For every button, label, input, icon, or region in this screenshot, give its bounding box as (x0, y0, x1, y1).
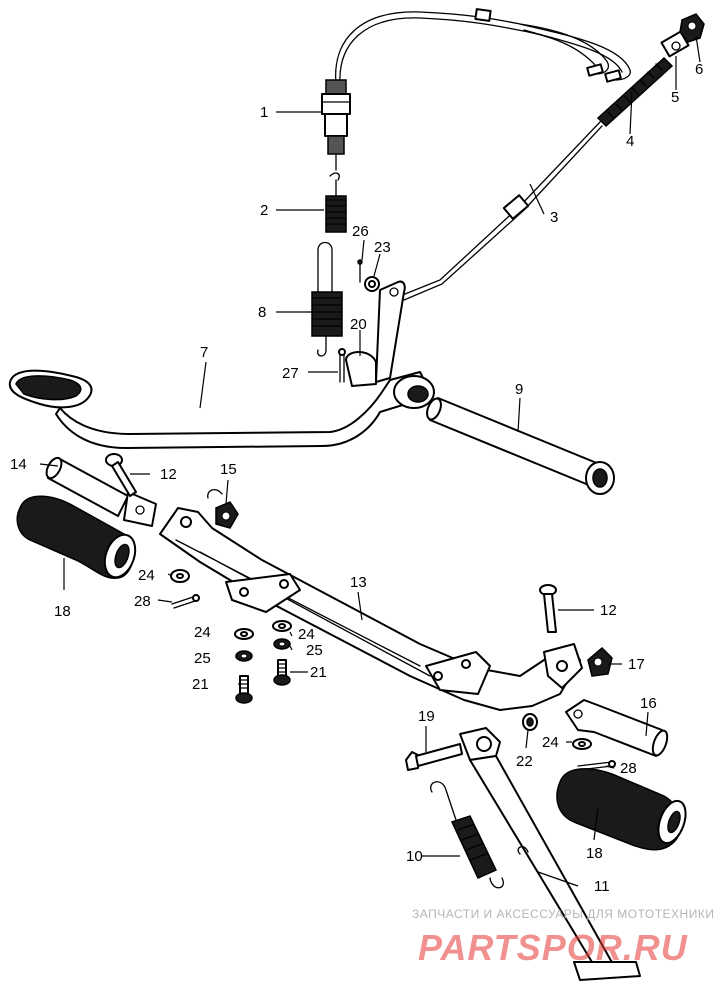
label-5: 5 (671, 89, 679, 106)
label-11: 11 (594, 878, 610, 895)
label-12b: 12 (600, 602, 617, 619)
footpeg-washer (170, 569, 190, 583)
label-16: 16 (640, 695, 657, 712)
footpeg-cotter-pin (171, 594, 200, 609)
footpeg-washer-right (572, 738, 592, 750)
right-footpeg-bar (565, 699, 669, 757)
stand-pivot-bolt (405, 743, 463, 771)
footpeg-pivot-bolt (105, 453, 137, 497)
label-24b: 24 (194, 624, 211, 641)
label-24d: 24 (542, 734, 559, 751)
footpeg-pivot-bolt-right (539, 584, 557, 633)
label-18a: 18 (54, 603, 71, 620)
label-1: 1 (260, 104, 268, 121)
side-stand (459, 727, 641, 981)
label-13: 13 (350, 574, 367, 591)
label-9: 9 (515, 381, 523, 398)
label-24a: 24 (138, 567, 155, 584)
cotter-pin (338, 348, 346, 383)
left-footpeg-bar (45, 456, 157, 527)
label-28a: 28 (134, 593, 151, 610)
brake-rod (399, 13, 705, 301)
label-15: 15 (220, 461, 237, 478)
label-26: 26 (352, 223, 369, 240)
label-4: 4 (626, 133, 634, 150)
switch-spring (325, 172, 347, 233)
brake-pedal-return-spring (311, 241, 343, 357)
brake-pedal-pivot-shaft (426, 397, 615, 495)
main-footpeg-bar (159, 507, 583, 711)
brake-pin (357, 259, 363, 283)
label-2: 2 (260, 202, 268, 219)
label-21a: 21 (192, 676, 209, 693)
label-18b: 18 (586, 845, 603, 862)
watermark-tagline: ЗАПЧАСТИ И АКСЕССУАРЫ ДЛЯ МОТОТЕХНИКИ (412, 907, 714, 921)
label-23: 23 (374, 239, 391, 256)
leader-lines (39, 35, 701, 887)
watermark: ЗАПЧАСТИ И АКСЕССУАРЫ ДЛЯ МОТОТЕХНИКИ PA… (412, 907, 714, 968)
label-3: 3 (550, 209, 558, 226)
spring-holder-right (587, 646, 613, 677)
spring-hook (345, 351, 377, 387)
label-21b: 21 (310, 664, 327, 681)
washer (364, 276, 380, 292)
label-25b: 25 (306, 642, 323, 659)
label-12a: 12 (160, 466, 177, 483)
side-stand-spring (430, 781, 504, 889)
bolt-set-right (272, 620, 292, 686)
watermark-logo: PARTSPOR.RU (418, 927, 688, 968)
label-25a: 25 (194, 650, 211, 667)
spring-retainer (207, 488, 239, 529)
brake-pedal (8, 280, 435, 449)
label-22: 22 (516, 753, 533, 770)
label-20: 20 (350, 316, 367, 333)
stand-nut (522, 713, 538, 731)
right-footpeg-rubber (556, 768, 687, 851)
label-28b: 28 (620, 760, 637, 777)
left-footpeg-rubber (16, 495, 137, 579)
label-24c: 24 (298, 626, 315, 643)
label-27: 27 (282, 365, 299, 382)
label-14: 14 (10, 456, 27, 473)
bolt-set-left (234, 628, 254, 704)
label-7: 7 (200, 344, 208, 361)
label-6: 6 (695, 61, 703, 78)
label-10: 10 (406, 848, 423, 865)
label-8: 8 (258, 304, 266, 321)
callout-labels: 1 2 3 4 5 6 7 8 9 10 11 12 12 13 14 15 1… (10, 61, 703, 895)
label-17: 17 (628, 656, 645, 673)
stop-light-switch (321, 8, 631, 171)
label-19: 19 (418, 708, 435, 725)
